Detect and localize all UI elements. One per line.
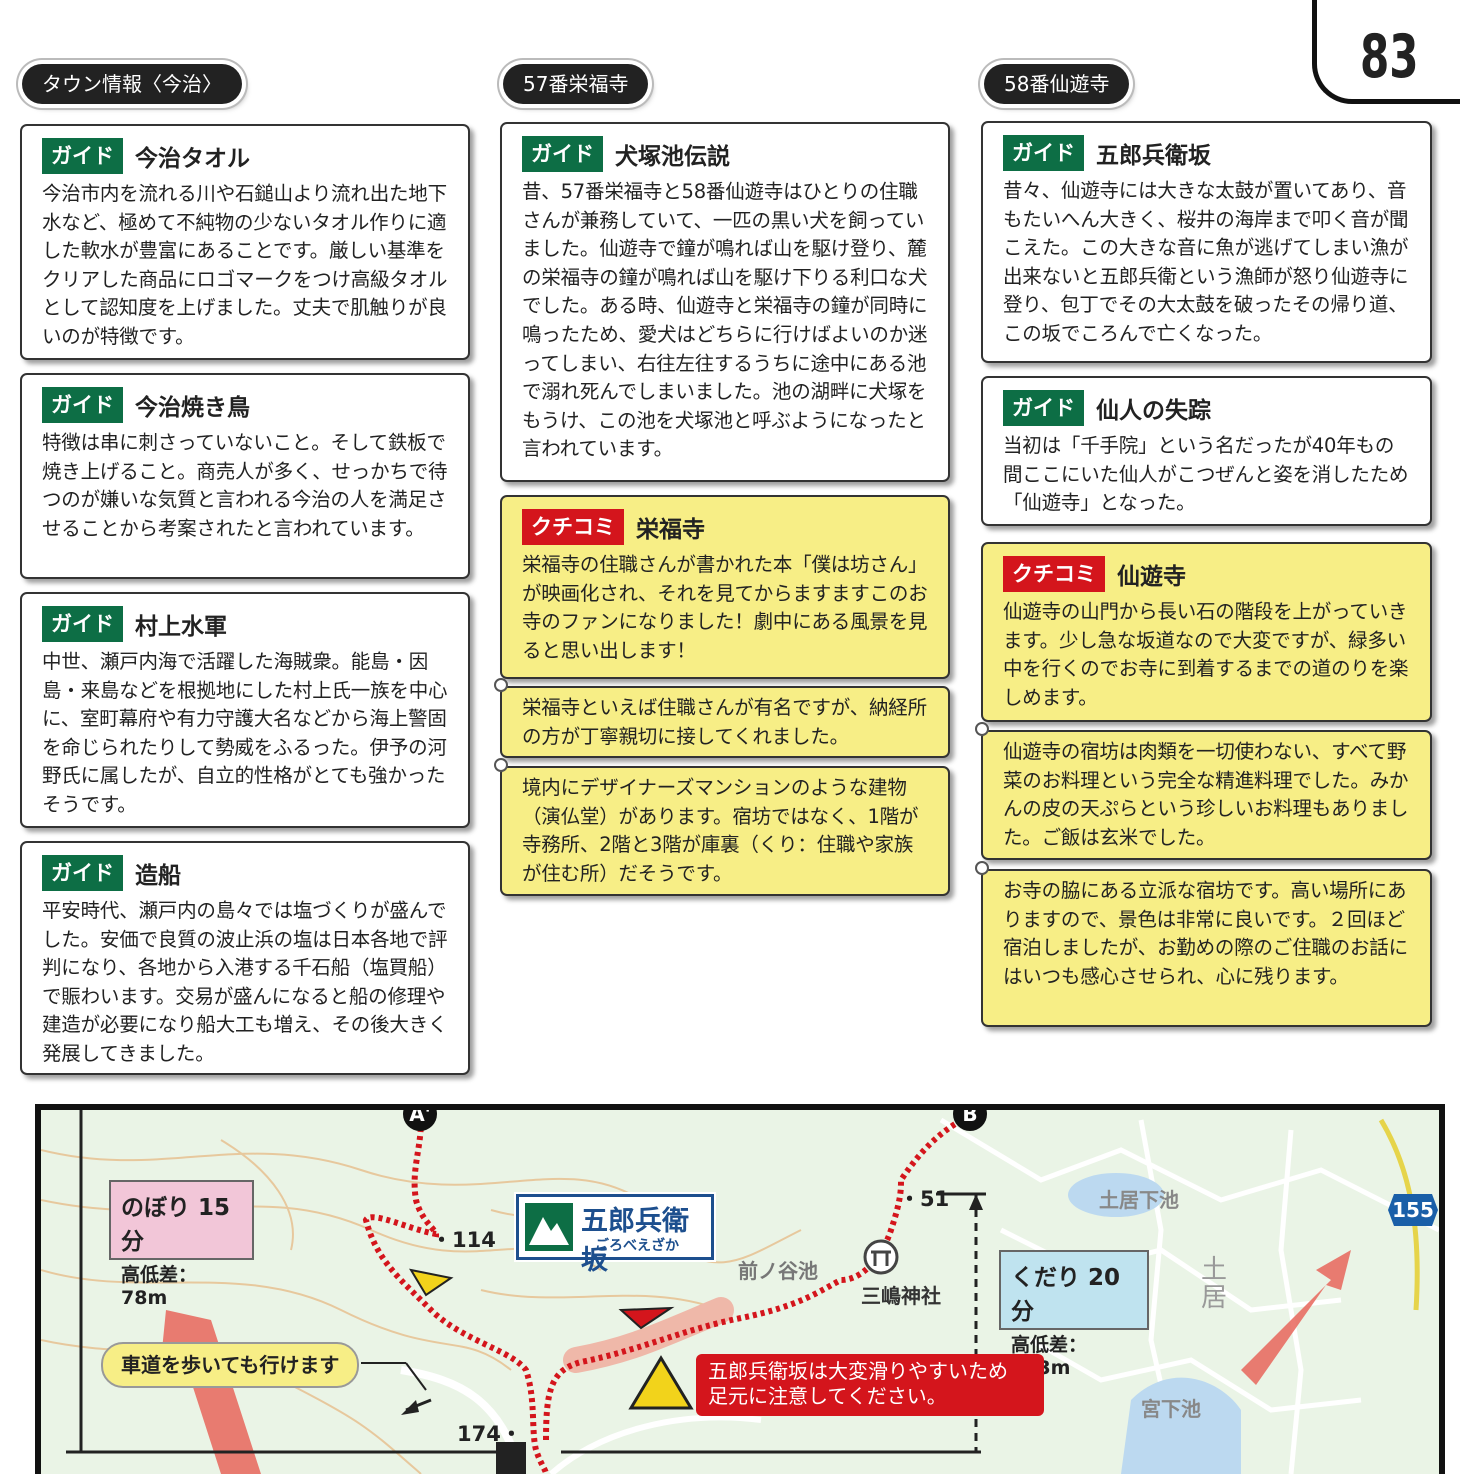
- guide-card-zosen: ガイド造船 平安時代、瀬戸内の島々では塩づくりが盛んでした。安価で良質の波止浜の…: [20, 841, 470, 1075]
- label-mishima-shrine: 三嶋神社: [861, 1284, 941, 1308]
- guide-card-gorobeezaka: ガイド五郎兵衛坂 昔々、仙遊寺には大きな太鼓が置いてあり、音もたいへん大きく、桜…: [981, 121, 1432, 363]
- label-doi-district: 土居: [1201, 1255, 1228, 1313]
- elevation-point-51: ・51: [899, 1187, 950, 1211]
- review-text: お寺の脇にある立派な宿坊です。高い場所にありますので、景色は非常に良いです。２回…: [1003, 879, 1408, 988]
- review-text: 境内にデザイナーズマンションのような建物（演仏堂）があります。宿坊ではなく、1階…: [522, 776, 919, 885]
- card-body: 今治市内を流れる川や石鎚山より流れ出た地下水など、極めて不純物の少ないタオル作り…: [42, 182, 448, 348]
- guide-card-sennin: ガイド仙人の失踪 当初は「千手院」という名だったが40年もの間ここにいた仙人がこ…: [981, 376, 1432, 526]
- card-title: 五郎兵衛坂: [1096, 143, 1211, 169]
- label-doikeshita-pond: 土居下池: [1099, 1188, 1179, 1212]
- review-text: 栄福寺の住職さんが書かれた本「僕は坊さん」が映画化され、それを見てからますますこ…: [522, 553, 928, 662]
- card-title: 仙遊寺: [1117, 564, 1186, 590]
- binder-ring-icon: [975, 722, 989, 736]
- elevation-point-174: 174・: [457, 1422, 522, 1446]
- review-text: 栄福寺といえば住職さんが有名ですが、納経所の方が丁寧親切に接してくれました。: [522, 696, 927, 748]
- section-label-imabari: タウン情報〈今治〉: [22, 64, 242, 104]
- guide-tag: ガイド: [42, 606, 123, 642]
- card-body: 特徴は串に刺さっていないこと。そして鉄板で焼き上げること。商売人が多く、せっかち…: [42, 431, 448, 540]
- map-canvas: [41, 1110, 1439, 1474]
- card-body: 当初は「千手院」という名だったが40年もの間ここにいた仙人がこつぜんと姿を消した…: [1003, 434, 1409, 515]
- guide-tag: ガイド: [42, 387, 123, 423]
- guide-card-imabari-yakitori: ガイド今治焼き鳥 特徴は串に刺さっていないこと。そして鉄板で焼き上げること。商売…: [20, 373, 470, 579]
- card-title: 犬塚池伝説: [615, 144, 730, 170]
- binder-ring-icon: [494, 758, 508, 772]
- guide-tag: ガイド: [1003, 390, 1084, 426]
- card-title: 造船: [135, 863, 181, 889]
- card-body: 平安時代、瀬戸内の島々では塩づくりが盛んでした。安価で良質の波止浜の塩は日本各地…: [42, 899, 448, 1065]
- guide-card-imabari-towel: ガイド今治タオル 今治市内を流れる川や石鎚山より流れ出た地下水など、極めて不純物…: [20, 124, 470, 360]
- card-title: 栄福寺: [636, 517, 705, 543]
- review-text: 仙遊寺の宿坊は肉類を一切使わない、すべて野菜のお料理という完全な精進料理でした。…: [1003, 740, 1409, 849]
- label-miyashita-pond: 宮下池: [1141, 1397, 1201, 1421]
- label-maenoya-pond: 前ノ谷池: [738, 1259, 818, 1283]
- card-title: 今治タオル: [135, 146, 250, 172]
- slope-name: 五郎兵衛坂: [581, 1206, 689, 1276]
- card-title: 村上水軍: [135, 614, 227, 640]
- car-road-note: 車道を歩いても行けます: [101, 1342, 360, 1388]
- slip-warning-box: 五郎兵衛坂は大変滑りやすいため 足元に注意してください。: [696, 1354, 1044, 1416]
- mountain-icon: [525, 1203, 573, 1251]
- card-body: 中世、瀬戸内海で活躍した海賊衆。能島・因島・来島などを根拠地にした村上氏一族を中…: [42, 650, 448, 816]
- route-map: A' B のぼり 15分 高低差：78m くだり 20分 高低差：123m 五郎…: [35, 1104, 1445, 1474]
- card-title: 今治焼き鳥: [135, 395, 250, 421]
- kuchikomi-card-eifukuji-3: 境内にデザイナーズマンションのような建物（演仏堂）があります。宿坊ではなく、1階…: [494, 758, 950, 896]
- binder-ring-icon: [975, 861, 989, 875]
- guide-tag: ガイド: [42, 855, 123, 891]
- card-body: 昔、57番栄福寺と58番仙遊寺はひとりの住職さんが兼務していて、一匹の黒い犬を飼…: [522, 180, 928, 461]
- descent-info-box: くだり 20分 高低差：123m: [999, 1250, 1149, 1379]
- kuchikomi-tag: クチコミ: [1003, 556, 1105, 592]
- warning-line-2: 足元に注意してください。: [708, 1384, 947, 1408]
- map-marker-a-prime: A': [403, 1110, 437, 1131]
- slope-name-sign: 五郎兵衛坂 ごろべえざか: [514, 1192, 716, 1276]
- guide-tag: ガイド: [1003, 135, 1084, 171]
- review-text: 仙遊寺の山門から長い石の階段を上がっていきます。少し急な坂道なので大変ですが、緑…: [1003, 600, 1409, 709]
- page-number: 83: [1360, 22, 1419, 92]
- elevation-point-114: ・114: [431, 1228, 496, 1252]
- ascent-elevation: 高低差：78m: [121, 1264, 198, 1309]
- kuchikomi-card-eifukuji-2: 栄福寺といえば住職さんが有名ですが、納経所の方が丁寧親切に接してくれました。: [494, 678, 950, 758]
- card-body: 昔々、仙遊寺には大きな太鼓が置いてあり、音もたいへん大きく、桜井の海岸まで叩く音…: [1003, 179, 1409, 345]
- section-label-senyuji: 58番仙遊寺: [984, 64, 1130, 104]
- binder-ring-icon: [494, 678, 508, 692]
- section-label-eifukuji: 57番栄福寺: [503, 64, 649, 104]
- page-tab: [1312, 0, 1460, 104]
- guide-card-murakami-suigun: ガイド村上水軍 中世、瀬戸内海で活躍した海賊衆。能島・因島・来島などを根拠地にし…: [20, 592, 470, 828]
- warning-line-1: 五郎兵衛坂は大変滑りやすいため: [708, 1359, 1008, 1383]
- ascent-time: のぼり 15分: [121, 1195, 231, 1255]
- slope-reading: ごろべえざか: [595, 1238, 679, 1254]
- guide-tag: ガイド: [522, 136, 603, 172]
- guide-tag: ガイド: [42, 138, 123, 174]
- card-title: 仙人の失踪: [1096, 398, 1211, 424]
- guide-card-inuzukaike: ガイド犬塚池伝説 昔、57番栄福寺と58番仙遊寺はひとりの住職さんが兼務していて…: [500, 122, 950, 482]
- kuchikomi-card-eifukuji-1: クチコミ栄福寺 栄福寺の住職さんが書かれた本「僕は坊さん」が映画化され、それを見…: [500, 495, 950, 679]
- route-155-shield: 155: [1388, 1194, 1438, 1226]
- kuchikomi-tag: クチコミ: [522, 509, 624, 545]
- descent-time: くだり 20分: [1011, 1265, 1121, 1325]
- map-marker-b: B: [953, 1110, 987, 1131]
- kuchikomi-card-senyuji-3: お寺の脇にある立派な宿坊です。高い場所にありますので、景色は非常に良いです。２回…: [975, 861, 1432, 1027]
- ascent-info-box: のぼり 15分 高低差：78m: [109, 1180, 254, 1309]
- kuchikomi-card-senyuji-2: 仙遊寺の宿坊は肉類を一切使わない、すべて野菜のお料理という完全な精進料理でした。…: [975, 722, 1432, 860]
- kuchikomi-card-senyuji-1: クチコミ仙遊寺 仙遊寺の山門から長い石の階段を上がっていきます。少し急な坂道なの…: [981, 542, 1432, 722]
